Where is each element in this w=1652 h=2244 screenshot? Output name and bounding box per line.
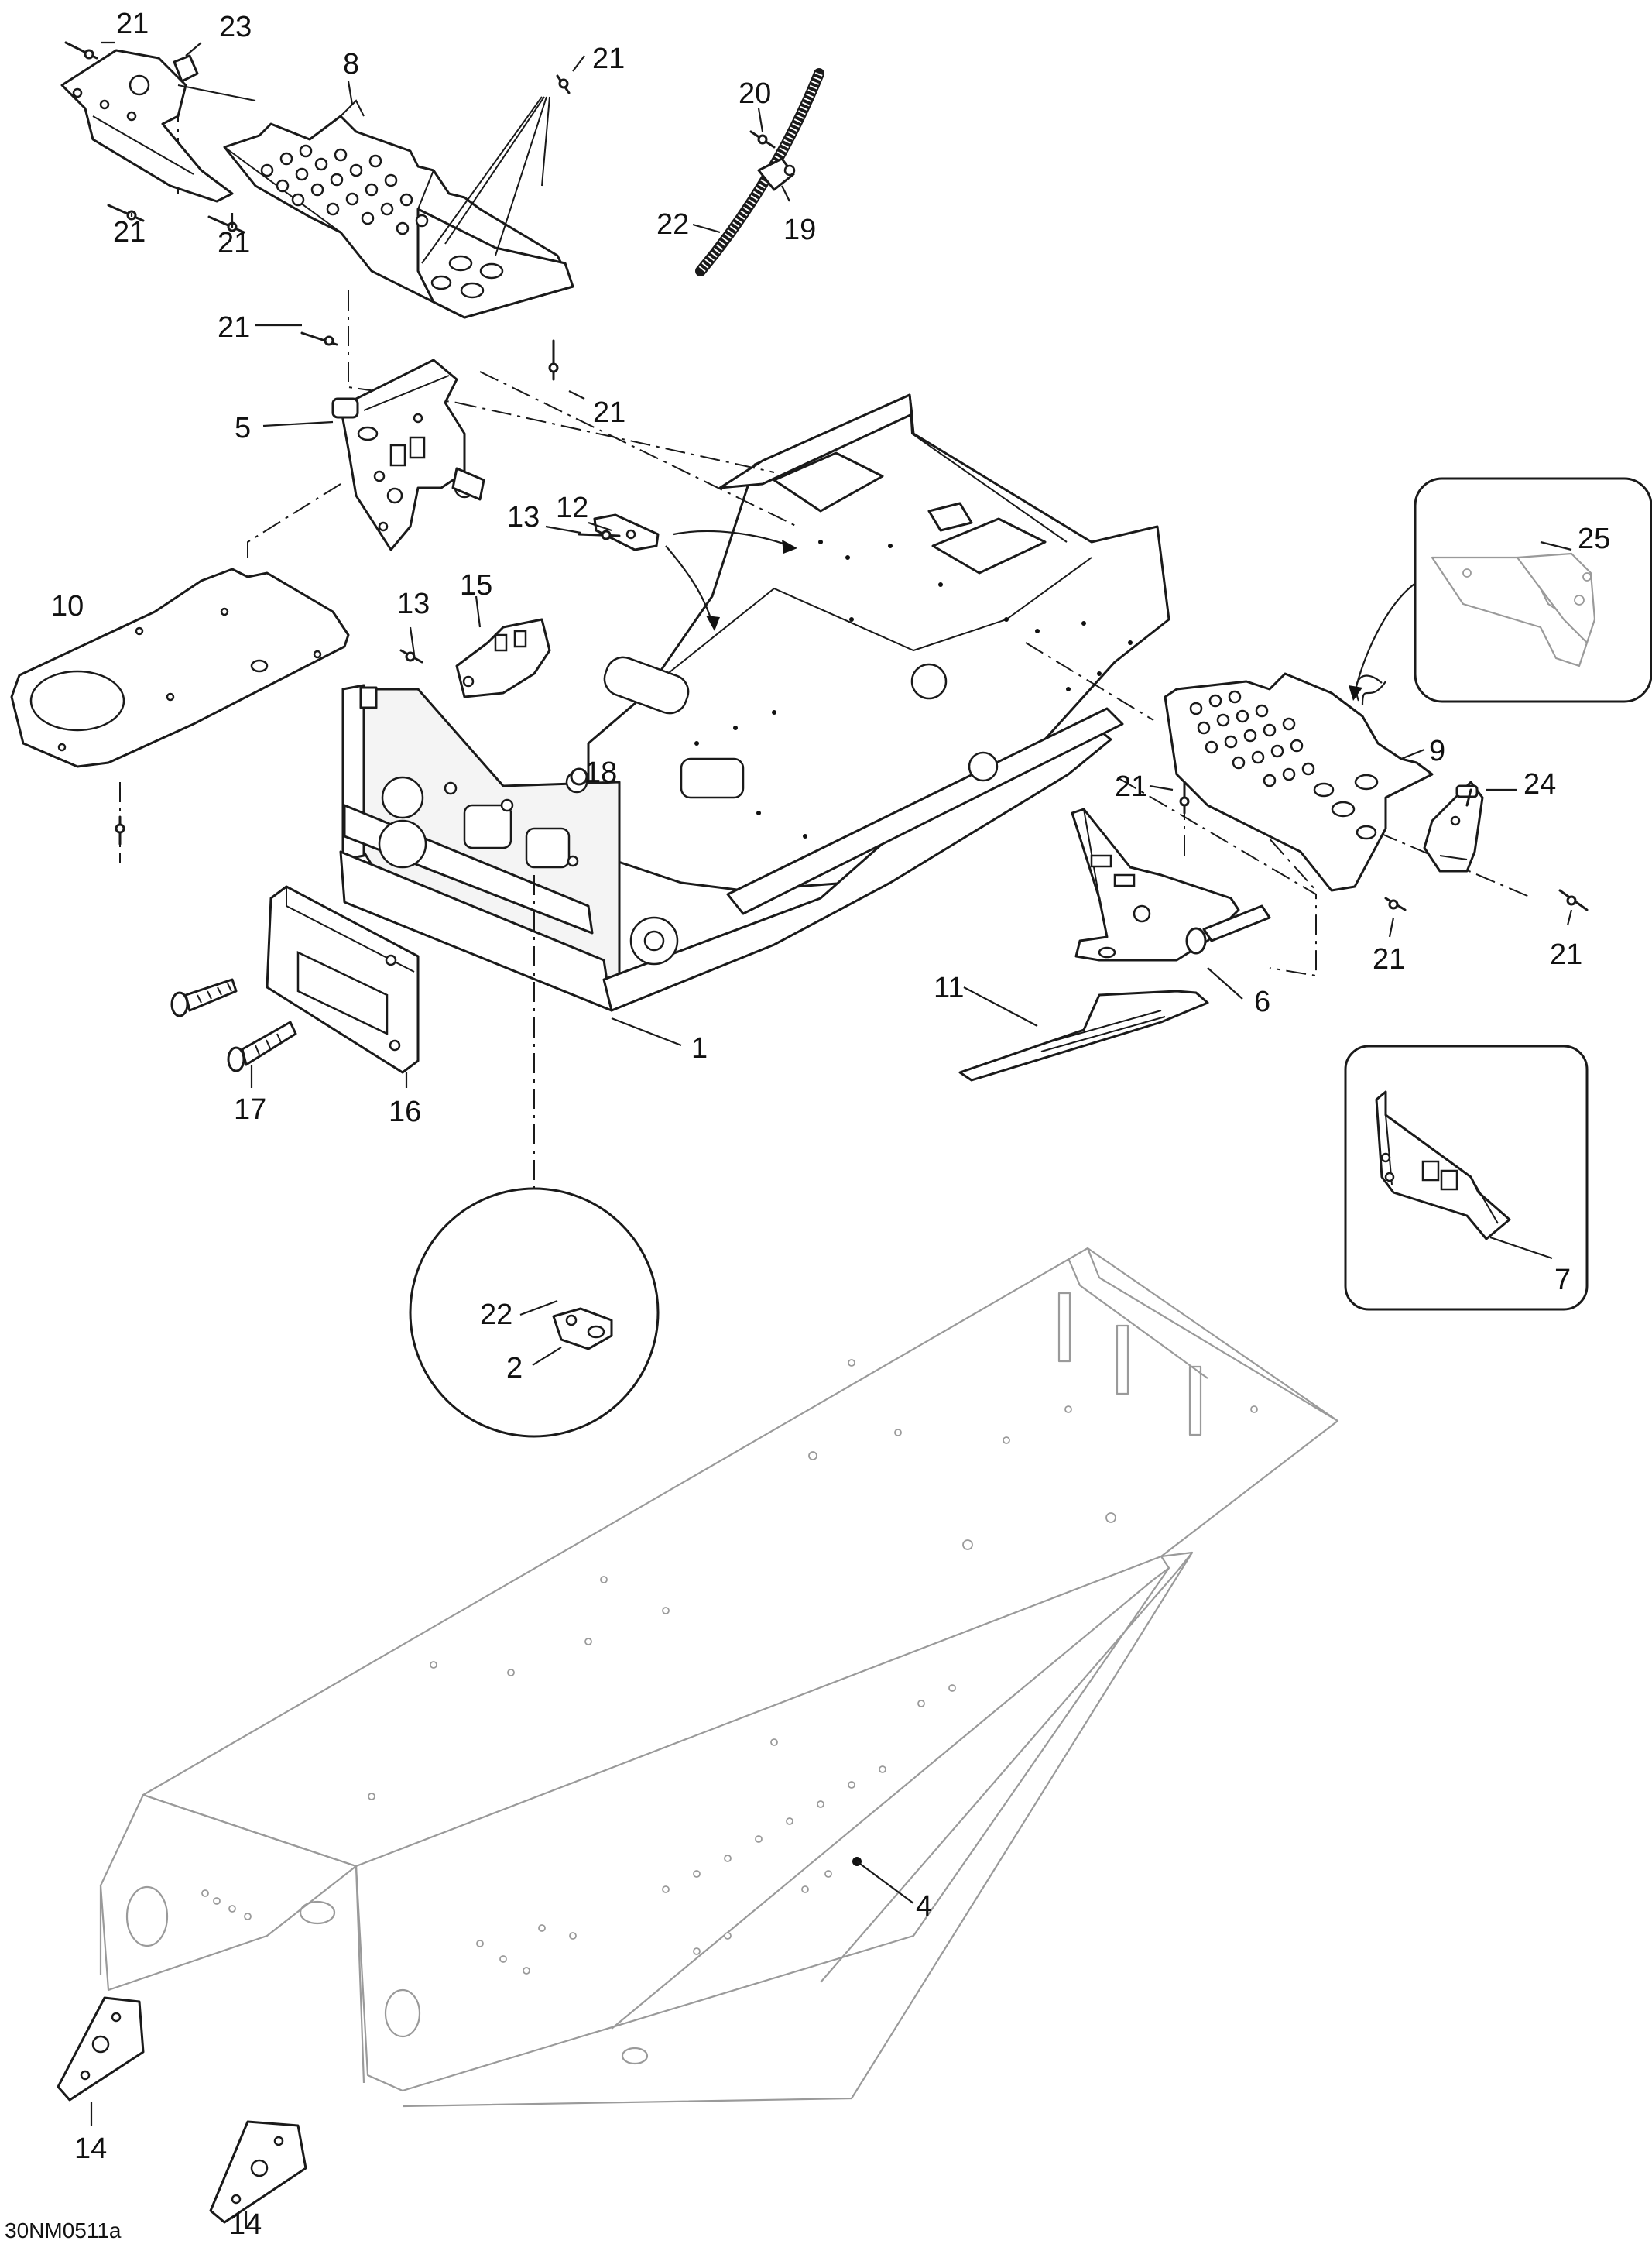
callout-18: 18 bbox=[584, 757, 617, 789]
callout-8: 8 bbox=[343, 48, 359, 81]
callout-13: 13 bbox=[507, 501, 540, 534]
end-plate-part-14-a bbox=[57, 1996, 145, 2102]
detail-box-part-25 bbox=[1414, 477, 1652, 703]
end-plate-part-14-b bbox=[209, 2120, 307, 2224]
callout-20: 20 bbox=[739, 77, 771, 110]
callout-22: 22 bbox=[656, 208, 689, 241]
bracket-part-6 bbox=[1071, 808, 1271, 962]
clip-part-19 bbox=[757, 157, 796, 191]
heat-shield-part-9 bbox=[1164, 672, 1434, 892]
bracket-part-23 bbox=[60, 49, 234, 203]
diagram-code: 30NM0511a bbox=[5, 2218, 122, 2242]
callout-14: 14 bbox=[74, 2132, 107, 2165]
callout-5: 5 bbox=[235, 412, 251, 444]
callout-9: 9 bbox=[1429, 735, 1445, 767]
callout-17: 17 bbox=[234, 1093, 266, 1126]
callout-25: 25 bbox=[1578, 523, 1610, 555]
callout-labels: 21 23 8 21 20 22 19 21 21 21 21 5 13 12 … bbox=[51, 8, 1610, 2241]
callout-4: 4 bbox=[916, 1890, 932, 1923]
detail-circle-inset bbox=[409, 1187, 660, 1438]
leader-lines bbox=[90, 41, 1573, 2229]
detail-box-part-7 bbox=[1344, 1045, 1589, 1311]
callout-11: 11 bbox=[934, 972, 964, 1004]
callout-10: 10 bbox=[51, 590, 84, 623]
callout-12: 12 bbox=[556, 492, 588, 524]
plate-part-12 bbox=[593, 513, 660, 551]
main-frame-part-1 bbox=[339, 393, 1170, 1012]
bracket-part-16 bbox=[266, 885, 420, 1074]
tunnel-part-4 bbox=[99, 1247, 1339, 2108]
callout-1: 1 bbox=[691, 1032, 708, 1065]
bracket-part-5 bbox=[331, 359, 485, 551]
callout-21: 21 bbox=[218, 311, 250, 344]
callout-19: 19 bbox=[783, 214, 816, 246]
callout-21: 21 bbox=[592, 43, 625, 75]
plate-part-11 bbox=[958, 990, 1209, 1082]
callout-2: 2 bbox=[506, 1352, 523, 1384]
callout-13: 13 bbox=[397, 588, 430, 620]
screws-part-17 bbox=[170, 978, 297, 1072]
callout-21: 21 bbox=[593, 396, 625, 429]
nut-part-18 bbox=[570, 767, 588, 786]
callout-21: 21 bbox=[1550, 938, 1582, 971]
bracket-part-24 bbox=[1423, 781, 1484, 873]
callout-21: 21 bbox=[113, 216, 146, 249]
shield-part-10 bbox=[10, 568, 350, 768]
callout-24: 24 bbox=[1523, 768, 1556, 801]
callout-23: 23 bbox=[219, 11, 252, 43]
callout-21: 21 bbox=[1115, 770, 1147, 803]
bracket-part-15 bbox=[455, 618, 551, 698]
callout-16: 16 bbox=[389, 1096, 421, 1128]
callout-21: 21 bbox=[1373, 943, 1405, 976]
callout-22: 22 bbox=[480, 1299, 512, 1331]
callout-6: 6 bbox=[1254, 986, 1270, 1018]
callout-21: 21 bbox=[116, 8, 149, 40]
callout-15: 15 bbox=[460, 569, 492, 602]
arrows bbox=[665, 530, 1417, 705]
callout-7: 7 bbox=[1554, 1264, 1571, 1296]
callout-14: 14 bbox=[229, 2208, 262, 2241]
heat-shield-part-8 bbox=[223, 99, 574, 319]
callout-21: 21 bbox=[218, 227, 250, 259]
